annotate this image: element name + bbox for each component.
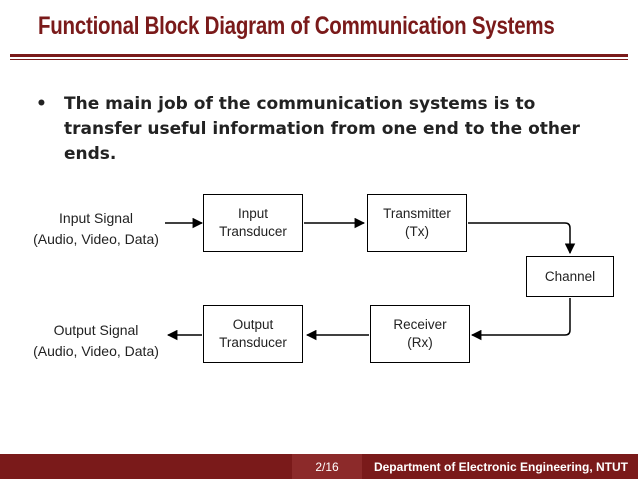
channel-block: Channel (526, 256, 614, 297)
output-transducer-block: Output Transducer (203, 305, 303, 363)
arrow-channel-to-receiver (470, 298, 571, 341)
output-signal-label: Output Signal (Audio, Video, Data) (33, 322, 159, 359)
transmitter-block: Transmitter (Tx) (367, 194, 467, 252)
bullet-text: The main job of the communication system… (64, 94, 580, 164)
arrow-transmitter-to-channel (468, 222, 576, 255)
title-divider-thick (10, 54, 628, 57)
department-label: Department of Electronic Engineering, NT… (373, 459, 628, 474)
slide-title: Functional Block Diagram of Communicatio… (38, 12, 555, 40)
title-divider-thin (10, 59, 628, 60)
page-number: 2/16 (292, 454, 362, 479)
input-transducer-block: Input Transducer (203, 194, 303, 252)
bullet-dot: • (36, 94, 47, 114)
bullet-item: • The main job of the communication syst… (36, 92, 616, 167)
receiver-block: Receiver (Rx) (370, 305, 470, 363)
input-signal-label: Input Signal (Audio, Video, Data) (33, 210, 159, 247)
